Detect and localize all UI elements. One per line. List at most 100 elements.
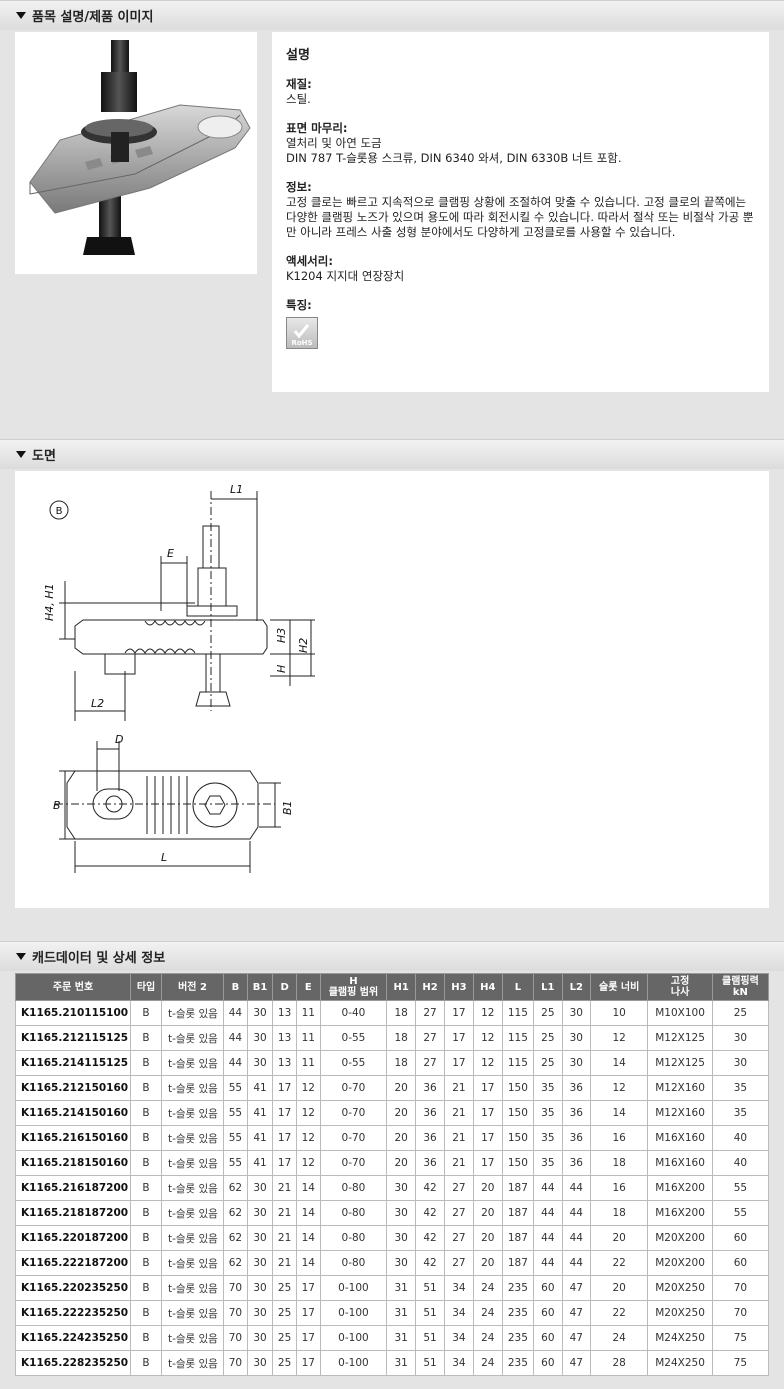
order-number-link[interactable]: K1165.214150160 [14,1100,132,1126]
table-cell: 235 [501,1325,535,1351]
collapse-triangle-icon[interactable] [16,12,26,19]
order-number-link[interactable]: K1165.212115125 [14,1025,132,1051]
order-number-link[interactable]: K1165.214115125 [14,1050,132,1076]
table-cell: 47 [561,1350,592,1376]
order-number-link[interactable]: K1165.218187200 [14,1200,132,1226]
table-cell: 27 [443,1250,474,1276]
order-number-link[interactable]: K1165.220235250 [14,1275,132,1301]
order-number-link[interactable]: K1165.222235250 [14,1300,132,1326]
table-cell: t-슬롯 있음 [160,1100,225,1126]
description-section-header[interactable]: 품목 설명/제품 이미지 [0,0,784,30]
table-cell: t-슬롯 있음 [160,1300,225,1326]
dimension-drawing: B L1 E H4, H1 H3 H2 H L2 D B B1 L [43,483,315,873]
table-cell: 31 [386,1350,417,1376]
table-cell: B [130,1150,162,1176]
table-cell: 20 [472,1175,503,1201]
table-cell: 17 [472,1100,503,1126]
table-cell: 13 [272,1025,297,1051]
table-header-cell: 타입 [130,973,162,1001]
table-cell: 55 [711,1200,770,1226]
table-cell: 70 [223,1275,248,1301]
drawing-section-header[interactable]: 도면 [0,439,784,469]
accessory-value[interactable]: K1204 지지대 연장장치 [286,269,405,283]
rohs-text: RoHS [291,339,312,347]
table-cell: 24 [472,1300,503,1326]
table-header-cell: B [223,973,248,1001]
table-header-cell: L1 [533,973,563,1001]
collapse-triangle-icon[interactable] [16,953,26,960]
table-cell: 20 [472,1250,503,1276]
table-cell: 36 [561,1150,592,1176]
table-cell: 18 [590,1200,649,1226]
table-cell: 30 [246,1050,274,1076]
table-cell: 30 [561,1000,592,1026]
table-cell: B [130,1225,162,1251]
collapse-triangle-icon[interactable] [16,451,26,458]
table-cell: 10 [590,1000,649,1026]
table-cell: 187 [501,1250,535,1276]
variant-label: B [56,506,63,517]
table-cell: 0-80 [319,1250,388,1276]
table-cell: 36 [561,1100,592,1126]
table-cell: t-슬롯 있음 [160,1175,225,1201]
table-cell: M12X125 [647,1050,713,1076]
table-cell: 25 [533,1000,563,1026]
table-cell: 17 [443,1050,474,1076]
table-cell: 35 [533,1075,563,1101]
table-cell: 14 [295,1200,321,1226]
table-cell: M10X100 [647,1000,713,1026]
order-number-link[interactable]: K1165.228235250 [14,1350,132,1376]
order-number-link[interactable]: K1165.212150160 [14,1075,132,1101]
table-cell: 35 [711,1075,770,1101]
table-cell: B [130,1025,162,1051]
table-cell: 17 [443,1025,474,1051]
dim-H4-H1: H4, H1 [43,583,56,621]
table-cell: 30 [246,1025,274,1051]
order-number-link[interactable]: K1165.210115100 [14,1000,132,1026]
table-cell: M16X200 [647,1175,713,1201]
table-cell: 51 [415,1300,445,1326]
order-number-link[interactable]: K1165.216187200 [14,1175,132,1201]
table-cell: 24 [590,1325,649,1351]
table-cell: 150 [501,1100,535,1126]
table-cell: 55 [223,1125,248,1151]
table-cell: 20 [590,1225,649,1251]
table-cell: t-슬롯 있음 [160,1200,225,1226]
table-cell: 13 [272,1000,297,1026]
cad-section-header[interactable]: 캐드데이터 및 상세 정보 [0,941,784,971]
table-header-cell: B1 [246,973,274,1001]
table-cell: M12X125 [647,1025,713,1051]
table-cell: B [130,1175,162,1201]
table-cell: 51 [415,1325,445,1351]
table-cell: 24 [472,1275,503,1301]
order-number-link[interactable]: K1165.218150160 [14,1150,132,1176]
table-cell: 41 [246,1100,274,1126]
table-cell: B [130,1275,162,1301]
table-cell: 12 [472,1050,503,1076]
info-value: 고정 클로는 빠르고 지속적으로 클램핑 상황에 조절하여 맞출 수 있습니다.… [286,195,754,239]
table-cell: 14 [590,1100,649,1126]
table-cell: M20X200 [647,1250,713,1276]
table-cell: 44 [533,1175,563,1201]
order-number-link[interactable]: K1165.220187200 [14,1225,132,1251]
table-cell: 18 [590,1150,649,1176]
table-cell: 17 [472,1150,503,1176]
table-cell: 0-55 [319,1025,388,1051]
order-number-link[interactable]: K1165.216150160 [14,1125,132,1151]
order-number-link[interactable]: K1165.222187200 [14,1250,132,1276]
table-cell: 30 [246,1275,274,1301]
table-cell: 16 [590,1125,649,1151]
table-cell: 34 [443,1275,474,1301]
table-cell: 17 [295,1350,321,1376]
table-cell: 21 [443,1150,474,1176]
order-number-link[interactable]: K1165.224235250 [14,1325,132,1351]
table-cell: 70 [711,1275,770,1301]
table-cell: 17 [295,1325,321,1351]
table-cell: M12X160 [647,1075,713,1101]
